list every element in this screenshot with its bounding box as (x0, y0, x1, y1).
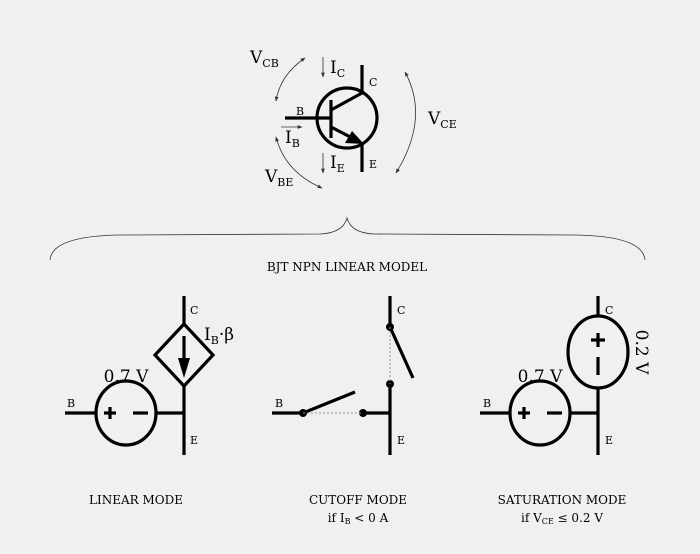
linear-base-label: B (67, 397, 75, 410)
vbe-label: VBE (264, 167, 293, 189)
collector-switch (388, 326, 415, 379)
vcb-arrow-icon (274, 57, 306, 102)
saturation-mode-title: SATURATION MODE (498, 493, 627, 507)
collector-label: C (369, 76, 377, 89)
emitter-arrow-icon (345, 131, 364, 144)
linear-emitter-label: E (190, 434, 198, 447)
current-source-label: IB·β (204, 325, 234, 347)
npn-transistor-symbol (285, 65, 379, 172)
ib-label: IB (285, 128, 300, 150)
base-label: B (296, 105, 304, 118)
vce-arrow-icon (395, 71, 416, 174)
sat-vbe-label: 0.7 V (518, 367, 563, 387)
saturation-mode-circuit (480, 296, 630, 455)
cutoff-emitter-label: E (397, 434, 405, 447)
vcb-label: VCB (249, 48, 279, 70)
ie-label: IE (330, 153, 345, 175)
saturation-condition: if VCE ≤ 0.2 V (521, 511, 603, 526)
emitter-label: E (369, 158, 377, 171)
cutoff-condition: if IB < 0 A (328, 511, 389, 526)
current-arrow-icon (178, 358, 190, 378)
vce-source (566, 314, 630, 390)
cutoff-mode-circuit (272, 296, 415, 455)
cutoff-base-label: B (275, 397, 283, 410)
ic-label: IC (330, 58, 345, 80)
linear-vsource-label: 0.7 V (104, 367, 149, 387)
cutoff-mode-title: CUTOFF MODE (309, 493, 407, 507)
sat-collector-label: C (605, 304, 613, 317)
base-switch (302, 390, 356, 415)
sat-emitter-label: E (605, 434, 613, 447)
linear-mode-circuit (65, 296, 216, 455)
vce-label: VCE (427, 109, 457, 131)
curly-brace (49, 216, 646, 261)
cutoff-collector-label: C (397, 304, 405, 317)
vbe-arrow-icon (275, 136, 323, 189)
sat-base-label: B (483, 397, 491, 410)
linear-collector-label: C (190, 304, 198, 317)
sat-vce-label: 0.2 V (631, 330, 651, 375)
linear-mode-title: LINEAR MODE (89, 493, 183, 507)
model-title: BJT NPN LINEAR MODEL (267, 260, 427, 274)
